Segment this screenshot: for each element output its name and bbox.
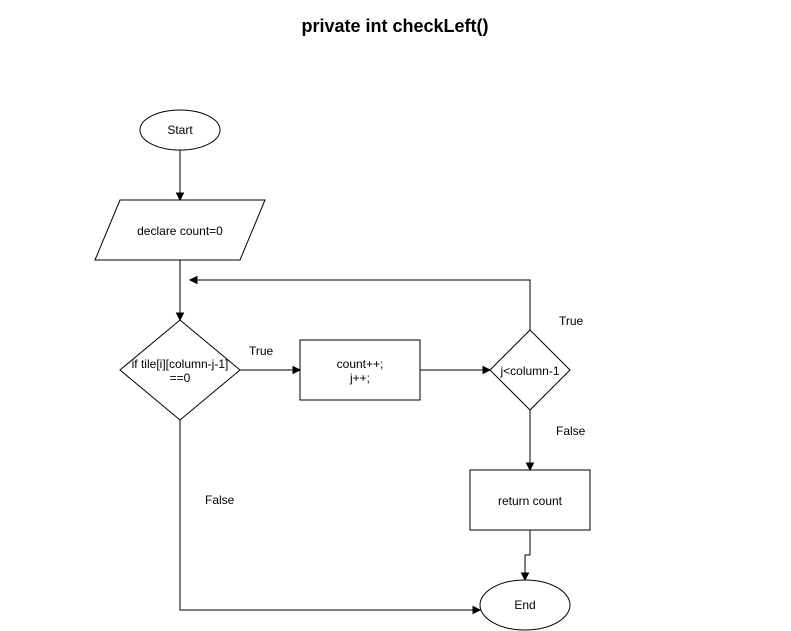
arrowhead: [520, 572, 530, 582]
declare-node: declare count=0: [94, 199, 266, 261]
edge-condition-false: [179, 420, 473, 611]
edge-label-if-false: False: [205, 493, 235, 507]
increment-label-line2: j++;: [349, 371, 370, 385]
end-ellipse: [479, 579, 571, 631]
declare-parallelogram: [94, 199, 266, 261]
arrowhead: [175, 192, 185, 202]
diagram-title: private int checkLeft(): [301, 16, 488, 36]
start-node: Start: [139, 109, 221, 151]
condition-label-line2: ==0: [170, 371, 191, 385]
loop-condition-diamond: [489, 329, 571, 411]
condition-diamond: [119, 319, 241, 421]
loop-condition-label: j<column-1: [499, 364, 559, 378]
condition-node: if tile[i][column-j-1] ==0: [119, 319, 241, 421]
edge-return-to-end: [524, 530, 531, 573]
return-rect: [469, 469, 591, 531]
arrowhead: [188, 275, 198, 285]
arrowhead: [472, 605, 482, 615]
end-label: End: [514, 598, 535, 612]
arrowhead: [292, 365, 302, 375]
increment-label-line1: count++;: [337, 357, 384, 371]
edge-loop-true: [197, 279, 531, 330]
condition-label-line1: if tile[i][column-j-1]: [132, 357, 229, 371]
return-node: return count: [469, 469, 591, 531]
declare-label: declare count=0: [137, 224, 223, 238]
increment-node: count++; j++;: [299, 339, 421, 401]
edge-label-loop-true: True: [559, 314, 584, 328]
start-ellipse: [139, 109, 221, 151]
start-label: Start: [167, 123, 193, 137]
return-label: return count: [498, 494, 563, 508]
edge-label-loop-false: False: [556, 424, 586, 438]
arrowhead: [525, 462, 535, 472]
arrowhead: [175, 312, 185, 322]
edge-label-if-true: True: [249, 344, 274, 358]
loop-condition-node: j<column-1: [489, 329, 571, 411]
arrowhead: [482, 365, 492, 375]
increment-rect: [299, 339, 421, 401]
end-node: End: [479, 579, 571, 631]
